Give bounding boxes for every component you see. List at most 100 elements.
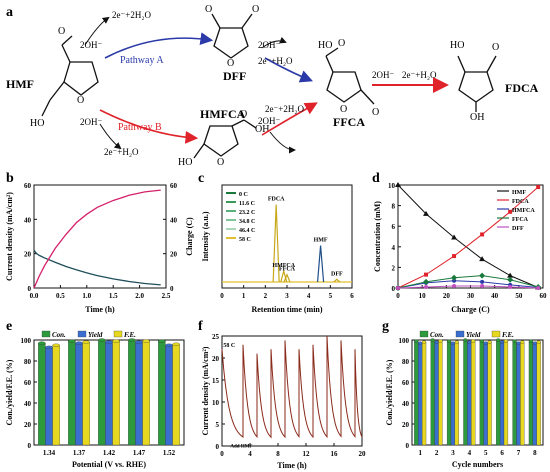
series-line-hmfca <box>397 280 539 289</box>
bar-con <box>446 340 452 446</box>
bar-cap <box>38 341 46 345</box>
hmfca-ffca-arrow <box>261 102 318 136</box>
bar-con <box>98 339 106 446</box>
x-tick-label: 4 <box>248 450 252 458</box>
bar-con <box>38 342 46 446</box>
svg-text:O: O <box>217 157 224 168</box>
x-tick-label: 3 <box>285 292 289 300</box>
fdca-label: FDCA <box>505 81 539 95</box>
x-tick-label: 1 <box>418 449 422 457</box>
legend-label: HMFCA <box>512 208 535 214</box>
bar-fe. <box>487 341 492 446</box>
svg-text:O: O <box>227 58 234 69</box>
legend-swatch <box>113 330 123 338</box>
legend-label: 34.8 C <box>239 219 255 225</box>
x-tick-label: 5 <box>484 449 488 457</box>
bar-fe. <box>438 340 443 446</box>
bar-yield <box>135 341 143 446</box>
y-tick-label: 80 <box>24 358 32 366</box>
series-line-dff <box>397 285 539 289</box>
bar-cap <box>520 340 525 344</box>
bar-cap <box>471 339 476 343</box>
x-tick-label: 4 <box>468 449 472 457</box>
ffca-label: FFCA <box>333 115 365 129</box>
x-tick-label: 0.5 <box>56 292 65 300</box>
hmfca-products: 2e⁻+2H₂O <box>265 104 304 114</box>
bar-yield <box>532 342 537 446</box>
hmf-label: HMF <box>6 77 34 91</box>
bar-fe. <box>172 344 180 446</box>
x-tick-label: 1 <box>242 292 246 300</box>
bar-cap <box>112 339 120 343</box>
bar-cap <box>52 343 60 347</box>
legend-label: 23.2 C <box>239 210 255 216</box>
y-axis-label: Current density (mA/cm²) <box>201 346 210 435</box>
y-tick-label: 60 <box>402 379 410 387</box>
legend-label: Yield <box>466 331 481 339</box>
legend-swatch <box>77 330 87 338</box>
data-point-ffca <box>423 278 430 285</box>
data-point-hmf <box>423 210 430 216</box>
x-tick-label: 2 <box>435 449 439 457</box>
y-tick-label: 10 <box>212 399 220 407</box>
plot-frame <box>411 339 544 446</box>
legend-swatch <box>419 330 429 338</box>
pathway-b-arrow <box>99 109 199 144</box>
dff-molecule <box>211 13 253 59</box>
x-tick-label: 16 <box>331 450 339 458</box>
x-tick-label: 3 <box>451 449 455 457</box>
x-axis-label: Time (h) <box>85 305 115 314</box>
x-tick-label: 12 <box>303 450 311 458</box>
x-tick-label: 0 <box>220 450 224 458</box>
x-tick-label: 1.47 <box>133 449 146 457</box>
bar-fe. <box>520 341 525 446</box>
x-tick-label: 50 <box>515 292 523 300</box>
bar-cap <box>430 338 435 342</box>
bar-cap <box>536 340 541 344</box>
data-point-dff <box>480 283 485 288</box>
bar-cap <box>467 340 472 344</box>
bar-yield <box>450 342 456 446</box>
bar-cap <box>172 342 180 346</box>
svg-text:O: O <box>492 42 499 53</box>
data-point-fdca <box>452 254 457 259</box>
bar-yield <box>499 341 505 446</box>
peak-hmf <box>316 245 325 283</box>
y-tick-label: 60 <box>170 182 178 190</box>
x-tick-label: 2.0 <box>135 292 144 300</box>
svg-text:O: O <box>58 26 65 37</box>
pathway-a-label: Pathway A <box>120 55 164 66</box>
bar-con <box>128 339 136 446</box>
bar-cap <box>528 339 534 343</box>
data-point-hmf <box>395 182 401 187</box>
svg-text:O: O <box>240 109 247 120</box>
y-tick-label: 6 <box>392 223 396 231</box>
peak-fdca <box>272 204 280 283</box>
peak-label-hmf: HMF <box>314 238 328 244</box>
fdca-molecule <box>457 55 497 112</box>
panel-label: c <box>198 171 204 186</box>
y-tick-label: 40 <box>24 400 32 408</box>
bar-cap <box>450 341 456 345</box>
bar-yield <box>483 342 488 446</box>
legend-label: 58 C <box>239 237 251 243</box>
legend-label: Yield <box>88 331 103 339</box>
bar-cap <box>434 340 439 344</box>
y-tick-label: 60 <box>24 379 32 387</box>
annotation-add-hmf: Add HMF <box>230 444 252 449</box>
bar-cap <box>135 340 143 344</box>
bar-con <box>496 339 501 446</box>
x-tick-label: 20 <box>443 292 451 300</box>
bar-yield <box>165 345 173 446</box>
data-point-ffca <box>451 274 458 281</box>
pathway-a-oh: 2OH⁻ <box>80 40 102 50</box>
x-axis-label: Potential (V vs. RHE) <box>72 460 146 469</box>
x-axis-label: Retention time (min) <box>251 305 322 314</box>
bar-yield <box>516 342 521 446</box>
x-tick-label: 0 <box>220 292 224 300</box>
bar-cap <box>414 339 419 343</box>
pathway-a-arrow <box>104 32 214 59</box>
bar-cap <box>75 341 83 345</box>
legend-swatch <box>455 330 465 338</box>
